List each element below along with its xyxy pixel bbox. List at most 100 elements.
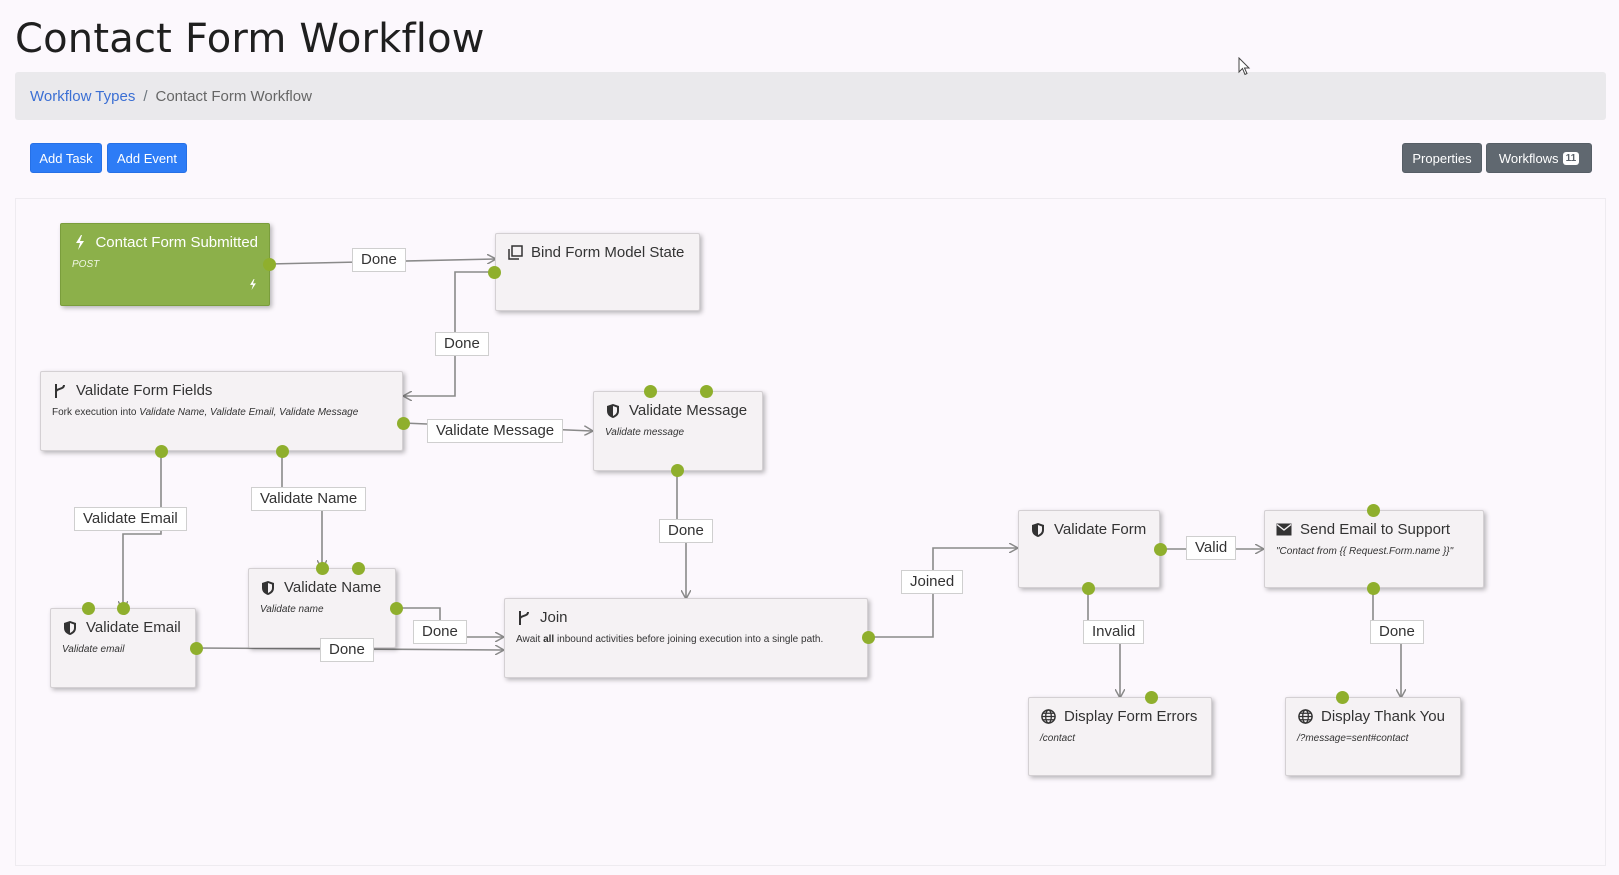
fork-icon [52, 383, 68, 399]
node-validate-email[interactable]: Validate Email Validate email [50, 608, 196, 688]
breadcrumb-current: Contact Form Workflow [155, 87, 312, 105]
connector-endpoint[interactable] [1335, 690, 1349, 704]
node-desc: POST [72, 259, 100, 270]
desc-pre: Await [516, 634, 544, 645]
connector-endpoint[interactable] [670, 463, 684, 477]
bolt-icon [249, 277, 257, 295]
connector-endpoint[interactable] [116, 601, 130, 615]
node-display-thank-you[interactable]: Display Thank You /?message=sent#contact [1285, 697, 1461, 776]
fork-icon [516, 610, 532, 626]
breadcrumb: Workflow Types / Contact Form Workflow [15, 72, 1606, 120]
node-desc: "Contact from {{ Request.Form.name }}" [1276, 546, 1454, 557]
connector-endpoint[interactable] [699, 384, 713, 398]
node-title: Join [516, 609, 856, 626]
node-title-text: Display Form Errors [1064, 708, 1198, 725]
shield-icon [260, 580, 276, 596]
node-desc: /contact [1040, 733, 1076, 744]
page-title: Contact Form Workflow [15, 16, 485, 62]
connector-endpoint[interactable] [389, 601, 403, 615]
add-event-button[interactable]: Add Event [107, 143, 187, 173]
properties-button[interactable]: Properties [1402, 143, 1482, 173]
node-send-email-to-support[interactable]: Send Email to Support "Contact from {{ R… [1264, 510, 1484, 588]
desc-bold: all [543, 634, 555, 645]
connector-endpoint[interactable] [487, 265, 501, 279]
node-desc: Await all inbound activities before join… [516, 634, 856, 645]
edge-label-done: Done [320, 638, 374, 662]
node-title-text: Join [540, 609, 568, 626]
connector-endpoint[interactable] [262, 257, 276, 271]
node-title-text: Validate Form Fields [76, 382, 213, 399]
node-title: Validate Form [1030, 521, 1148, 538]
node-title-text: Bind Form Model State [531, 244, 685, 261]
node-title-text: Send Email to Support [1300, 521, 1451, 538]
node-title: Validate Email [62, 619, 184, 636]
shield-icon [62, 620, 78, 636]
connector-endpoint[interactable] [396, 416, 410, 430]
node-bind-form-model-state[interactable]: Bind Form Model State [495, 233, 700, 311]
node-validate-message[interactable]: Validate Message Validate message [593, 391, 763, 471]
connector-endpoint[interactable] [861, 630, 875, 644]
breadcrumb-workflow-types-link[interactable]: Workflow Types [30, 87, 136, 105]
desc-post: inbound activities before joining execut… [554, 634, 824, 645]
envelope-icon [1276, 522, 1292, 538]
desc-prefix: Fork execution into [52, 407, 140, 418]
node-title: Send Email to Support [1276, 521, 1472, 538]
connector-endpoint[interactable] [189, 641, 203, 655]
node-title-text: Contact Form Submitted [95, 234, 258, 251]
mouse-cursor-icon [1238, 57, 1251, 76]
connector-endpoint[interactable] [275, 444, 289, 458]
workflows-label: Workflows [1498, 150, 1559, 166]
edge-label-done: Done [352, 248, 406, 272]
node-display-form-errors[interactable]: Display Form Errors /contact [1028, 697, 1212, 776]
globe-icon [1297, 709, 1313, 725]
edge-label-validate-name: Validate Name [251, 487, 367, 511]
connector-endpoint[interactable] [154, 444, 168, 458]
node-desc: Validate message [605, 427, 685, 438]
connector-endpoint[interactable] [643, 384, 657, 398]
connector-endpoint[interactable] [315, 561, 329, 575]
globe-icon [1040, 709, 1056, 725]
connector-endpoint[interactable] [1366, 581, 1380, 595]
bolt-icon [72, 235, 87, 251]
node-title: Bind Form Model State [507, 244, 688, 261]
node-title-text: Validate Name [284, 579, 382, 596]
connector-endpoint[interactable] [81, 601, 95, 615]
node-title-text: Validate Message [629, 402, 748, 419]
copy-icon [507, 245, 523, 261]
edge-label-joined: Joined [901, 570, 964, 594]
node-validate-form[interactable]: Validate Form [1018, 510, 1160, 588]
node-title: Validate Name [260, 579, 384, 596]
connector-endpoint[interactable] [1366, 503, 1380, 517]
node-title: Validate Form Fields [52, 382, 391, 399]
edge-label-valid: Valid [1186, 536, 1237, 560]
node-validate-form-fields[interactable]: Validate Form Fields Fork execution into… [40, 371, 403, 451]
connector-endpoint[interactable] [1081, 581, 1095, 595]
breadcrumb-separator: / [143, 87, 148, 105]
edge-label-done: Done [1370, 620, 1424, 644]
connector-endpoint[interactable] [351, 561, 365, 575]
edge-label-done: Done [659, 519, 713, 543]
node-desc: Fork execution into Validate Name, Valid… [52, 407, 391, 418]
workflows-button[interactable]: Workflows 11 [1486, 143, 1592, 173]
connector-endpoint[interactable] [1153, 542, 1167, 556]
connector-endpoint[interactable] [1144, 690, 1158, 704]
node-title: Validate Message [605, 402, 751, 419]
edge-label-validate-message: Validate Message [427, 419, 564, 443]
add-task-button[interactable]: Add Task [30, 143, 102, 173]
node-title-text: Validate Email [86, 619, 181, 636]
node-title: Display Form Errors [1040, 708, 1200, 725]
node-join[interactable]: Join Await all inbound activities before… [504, 598, 868, 678]
shield-icon [1030, 522, 1046, 538]
edge-label-done: Done [435, 332, 489, 356]
workflows-count-badge: 11 [1562, 151, 1580, 165]
node-desc: Validate name [260, 604, 324, 615]
node-desc: Validate email [62, 644, 125, 655]
node-validate-name[interactable]: Validate Name Validate name [248, 568, 396, 648]
node-contact-form-submitted[interactable]: Contact Form Submitted POST [60, 223, 270, 306]
edge-label-invalid: Invalid [1083, 620, 1145, 644]
node-title-text: Display Thank You [1321, 708, 1445, 725]
edge-label-done: Done [413, 620, 467, 644]
edge-label-validate-email: Validate Email [74, 507, 187, 531]
node-title: Display Thank You [1297, 708, 1449, 725]
desc-items: Validate Name, Validate Email, Validate … [139, 407, 359, 418]
